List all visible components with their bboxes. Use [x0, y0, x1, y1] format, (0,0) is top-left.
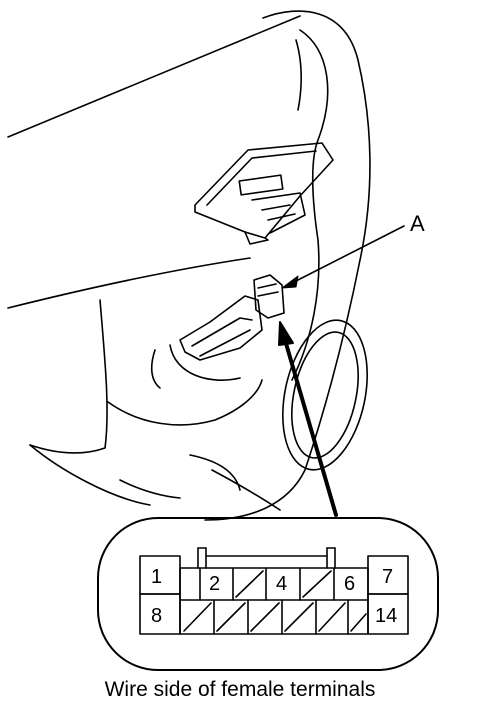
connector-arrow: [278, 321, 338, 517]
connector-face: [97, 517, 439, 671]
speaker-grille: [282, 319, 368, 471]
pin-4-label: 4: [276, 573, 287, 595]
pin-2-label: 2: [209, 573, 220, 595]
window-switch-assembly: [194, 142, 334, 245]
door-connector-housing: [179, 274, 285, 361]
pin-1-label: 1: [151, 566, 162, 588]
pin-14-label: 14: [375, 605, 397, 627]
pin-8-label: 8: [151, 605, 162, 627]
callout-a-leader: [281, 225, 405, 289]
pin-6-label: 6: [344, 573, 355, 595]
diagram-caption: Wire side of female terminals: [104, 678, 376, 701]
callout-a-label: A: [410, 211, 425, 236]
pin-7-label: 7: [382, 566, 393, 588]
door-panel: [7, 10, 371, 521]
